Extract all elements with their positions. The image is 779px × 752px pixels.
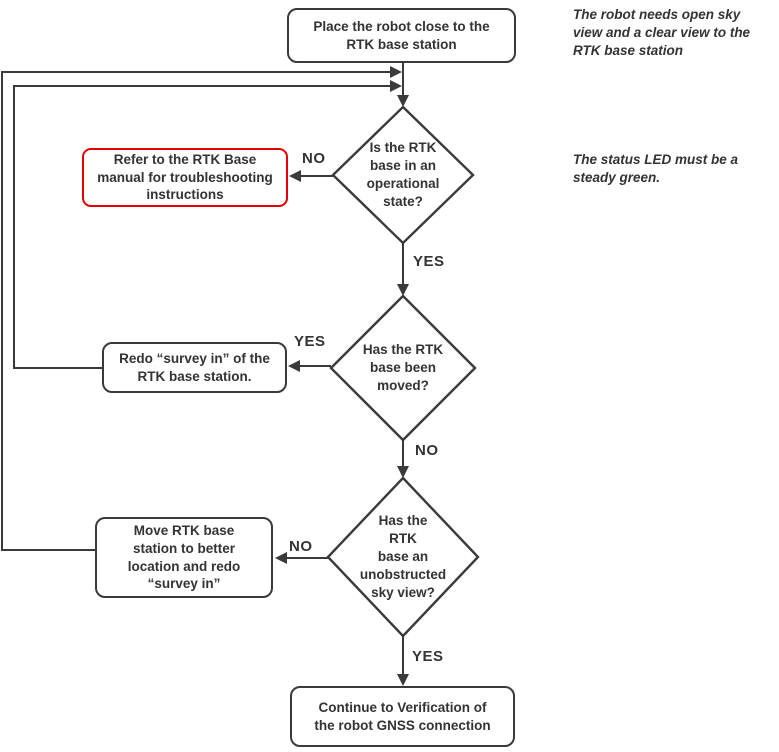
arrowhead-into-decision2 (397, 284, 409, 296)
edge-label-yes-sky: YES (412, 648, 444, 665)
move-station-node: Move RTK base station to better location… (95, 517, 273, 598)
connector-loop-move-station (1, 71, 392, 551)
arrowhead-loop-outer (390, 66, 402, 78)
edge-label-yes-moved: YES (294, 333, 326, 350)
arrowhead-into-refer-manual (289, 170, 301, 182)
decision-diamond-moved (329, 294, 477, 442)
redo-survey-node: Redo “survey in” of the RTK base station… (102, 342, 287, 393)
arrowhead-into-end (397, 674, 409, 686)
edge-label-no-operational: NO (302, 150, 326, 167)
arrowheads (275, 66, 409, 686)
arrowhead-into-decision1 (397, 95, 409, 107)
refer-manual-node: Refer to the RTK Base manual for trouble… (82, 148, 288, 207)
edge-label-no-sky: NO (289, 538, 313, 555)
decision-diamond-operational (331, 105, 475, 245)
arrowhead-into-move-station (275, 552, 287, 564)
note-status-led: The status LED must be a steady green. (573, 152, 739, 185)
arrowhead-into-redo-survey (288, 360, 300, 372)
decision-sky-view-label: Has the RTK base an unobstructed sky vie… (359, 513, 447, 600)
end-node: Continue to Verification of the robot GN… (290, 686, 515, 747)
arrowhead-into-decision3 (397, 466, 409, 478)
edge-label-no-moved: NO (415, 442, 439, 459)
start-node: Place the robot close to the RTK base st… (287, 8, 516, 63)
note-open-sky-view: The robot needs open sky view and a clea… (573, 7, 751, 58)
decision-operational-label: Is the RTK base in an operational state? (366, 140, 440, 209)
arrowhead-loop-inner (390, 80, 402, 92)
decision-diamond-sky-view (326, 476, 480, 638)
edge-label-yes-operational: YES (413, 253, 445, 270)
decision-moved-label: Has the RTK base been moved? (362, 342, 444, 393)
connector-loop-redo-survey (13, 85, 392, 369)
